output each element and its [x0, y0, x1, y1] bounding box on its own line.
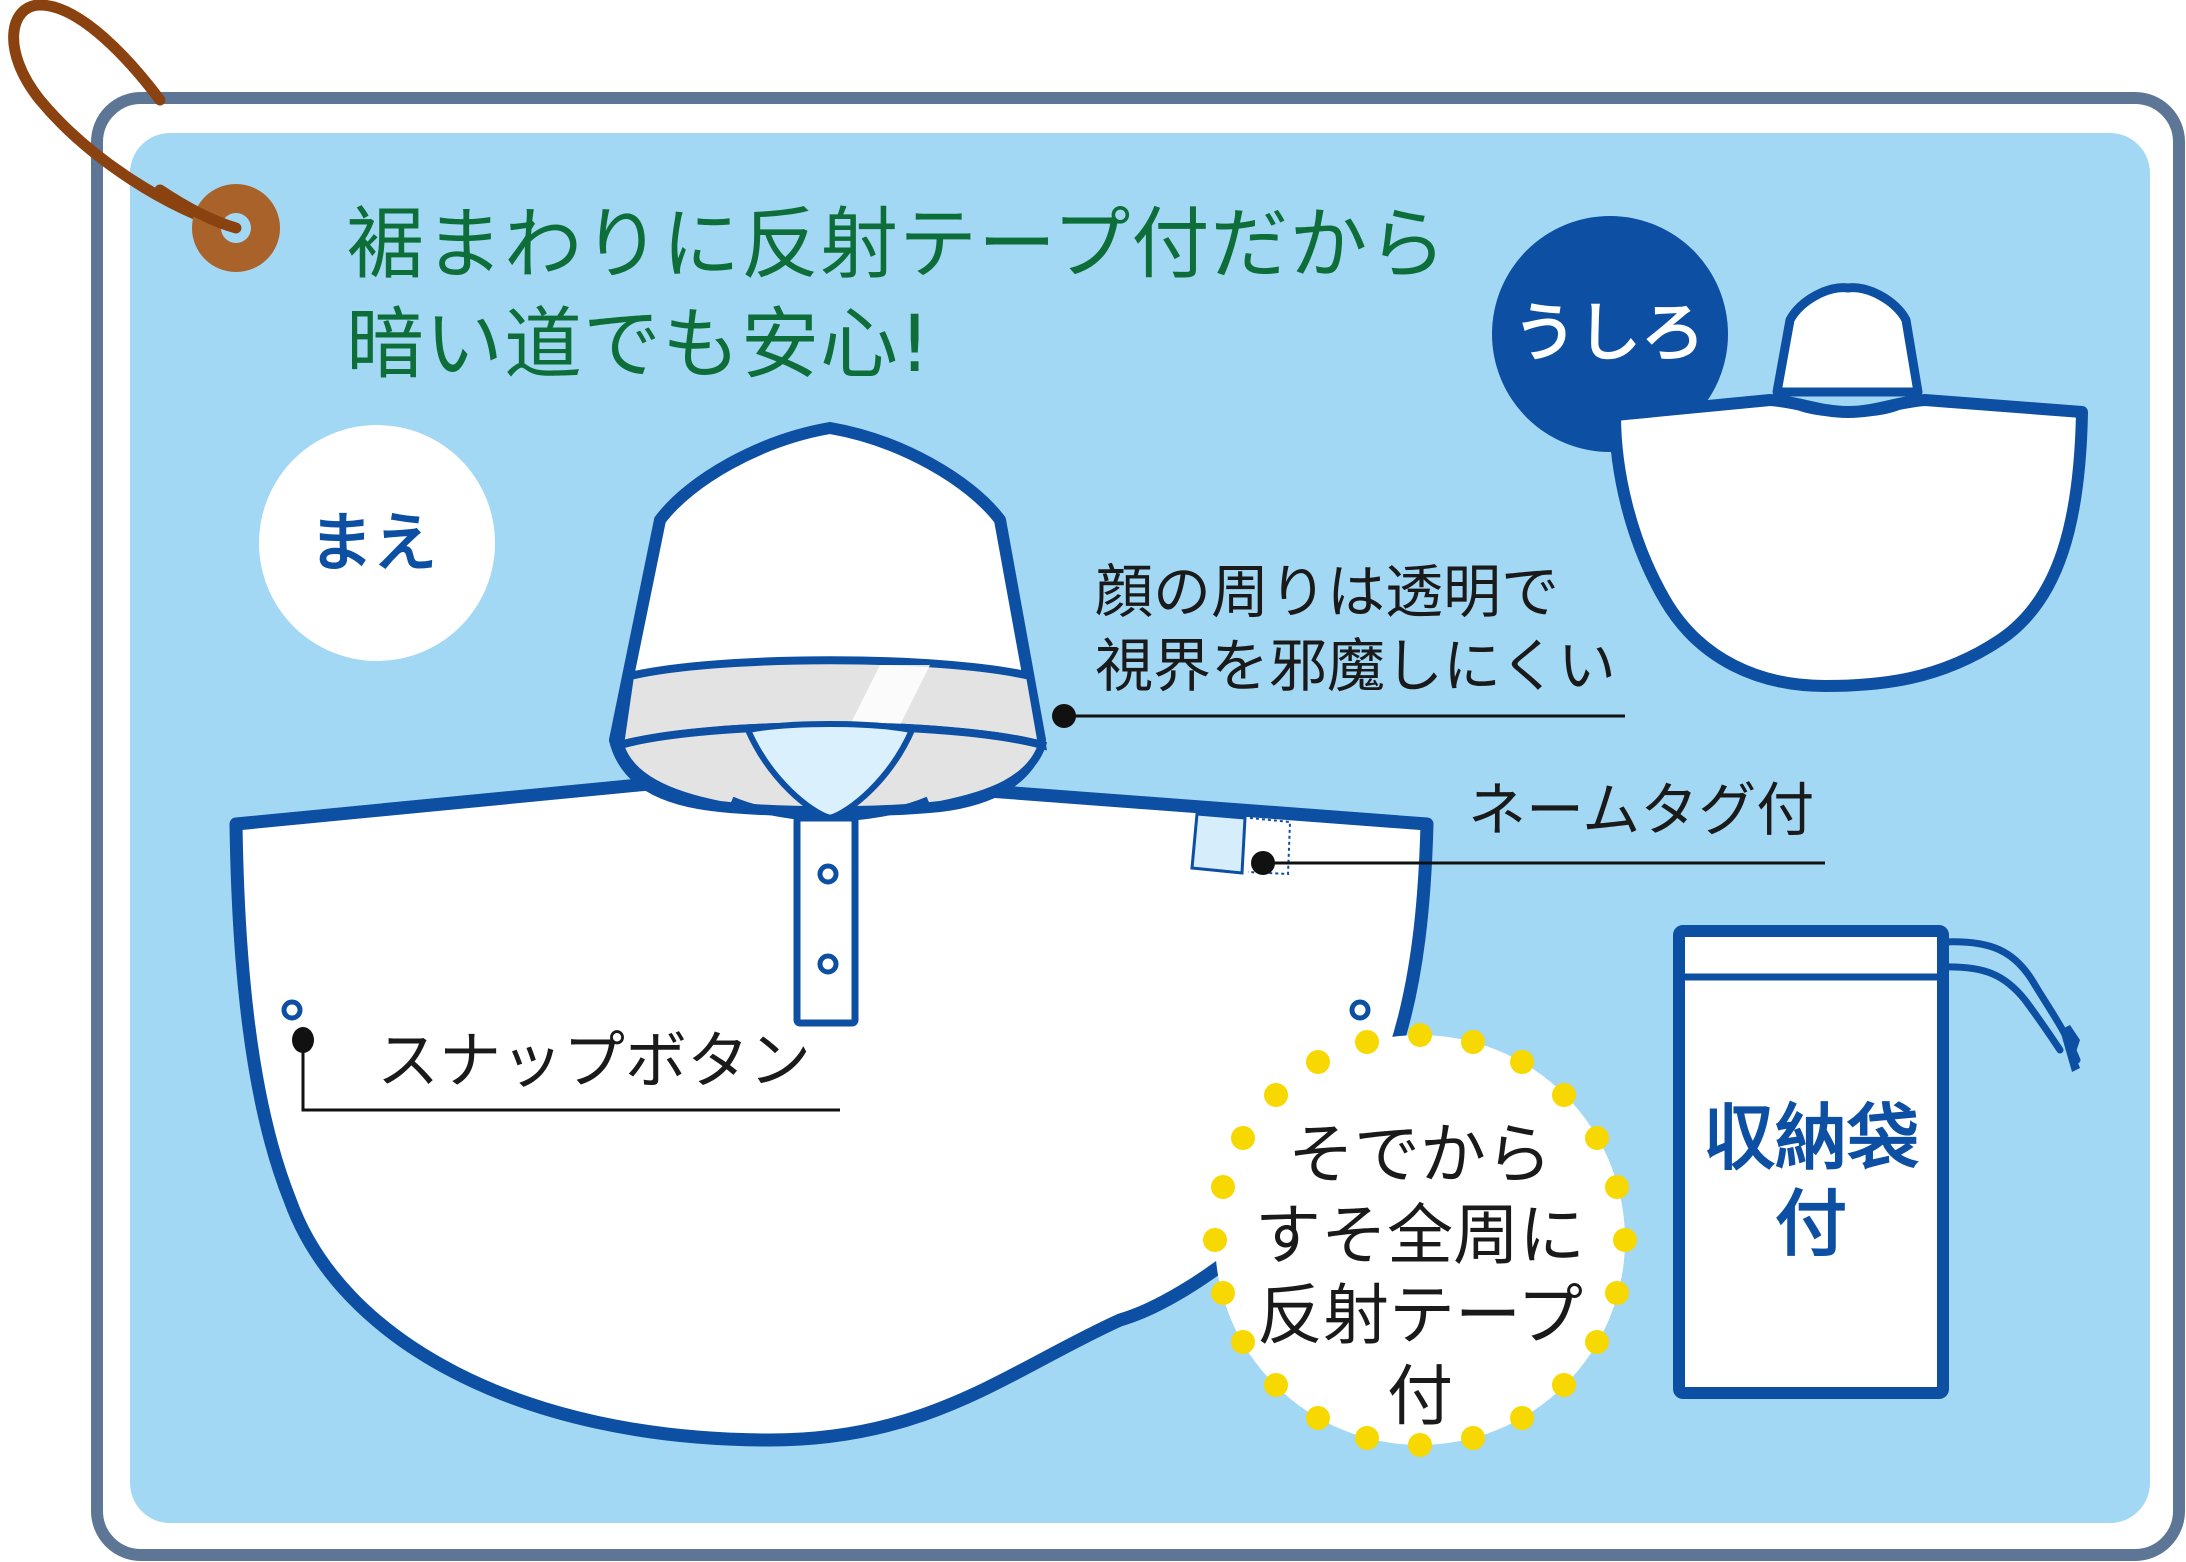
storage-bag-line-1: 収納袋 — [1702, 1096, 1919, 1180]
visor-callout-line-1: 顔の周りは透明で — [1095, 558, 1560, 626]
reflective-badge-text: そでから すそ全周に 反射テープ 付 — [1235, 1115, 1605, 1437]
headline-line-1: 裾まわりに反射テープ付だから — [346, 200, 1448, 290]
snap-icon — [817, 863, 839, 885]
reflective-badge-line-4: 付 — [1387, 1357, 1453, 1435]
front-badge-label: まえ — [309, 507, 437, 581]
visor-callout-leader — [1052, 704, 1625, 728]
reflective-badge-line-2: すそ全周に — [1255, 1196, 1585, 1274]
storage-bag-illustration — [1673, 925, 2081, 1399]
snap-icon — [1349, 999, 1371, 1021]
back-badge-circle — [1492, 216, 1728, 452]
visor-callout-line-2: 視界を邪魔しにくい — [1095, 632, 1616, 700]
headline-line-2: 暗い道でも安心! — [346, 300, 932, 390]
storage-bag-line-2: 付 — [1774, 1182, 1847, 1267]
front-poncho-illustration — [229, 422, 1434, 1447]
snap-button-callout-label: スナップボタン — [377, 1024, 812, 1097]
reflective-tape-badge — [1203, 1023, 1637, 1457]
button-placket — [793, 814, 859, 1027]
back-poncho-illustration — [1609, 283, 2088, 692]
back-badge-label: うしろ — [1513, 297, 1705, 371]
neck-opening — [743, 721, 917, 822]
grommet-icon — [154, 184, 280, 272]
name-tag-callout-leader — [1251, 851, 1825, 875]
hanging-string-icon — [8, 0, 240, 234]
front-badge-circle — [259, 425, 495, 661]
reflective-badge-line-3: 反射テープ — [1256, 1277, 1584, 1355]
reflective-badge-line-1: そでから — [1288, 1116, 1552, 1193]
snap-icon — [281, 999, 303, 1021]
name-tag-callout-label: ネームタグ付 — [1468, 776, 1815, 844]
storage-bag-text: 収納袋 付 — [1685, 1095, 1937, 1268]
snap-callout-leader — [292, 1027, 840, 1112]
name-tag-icon — [1190, 812, 1247, 875]
snap-icon — [817, 953, 839, 975]
